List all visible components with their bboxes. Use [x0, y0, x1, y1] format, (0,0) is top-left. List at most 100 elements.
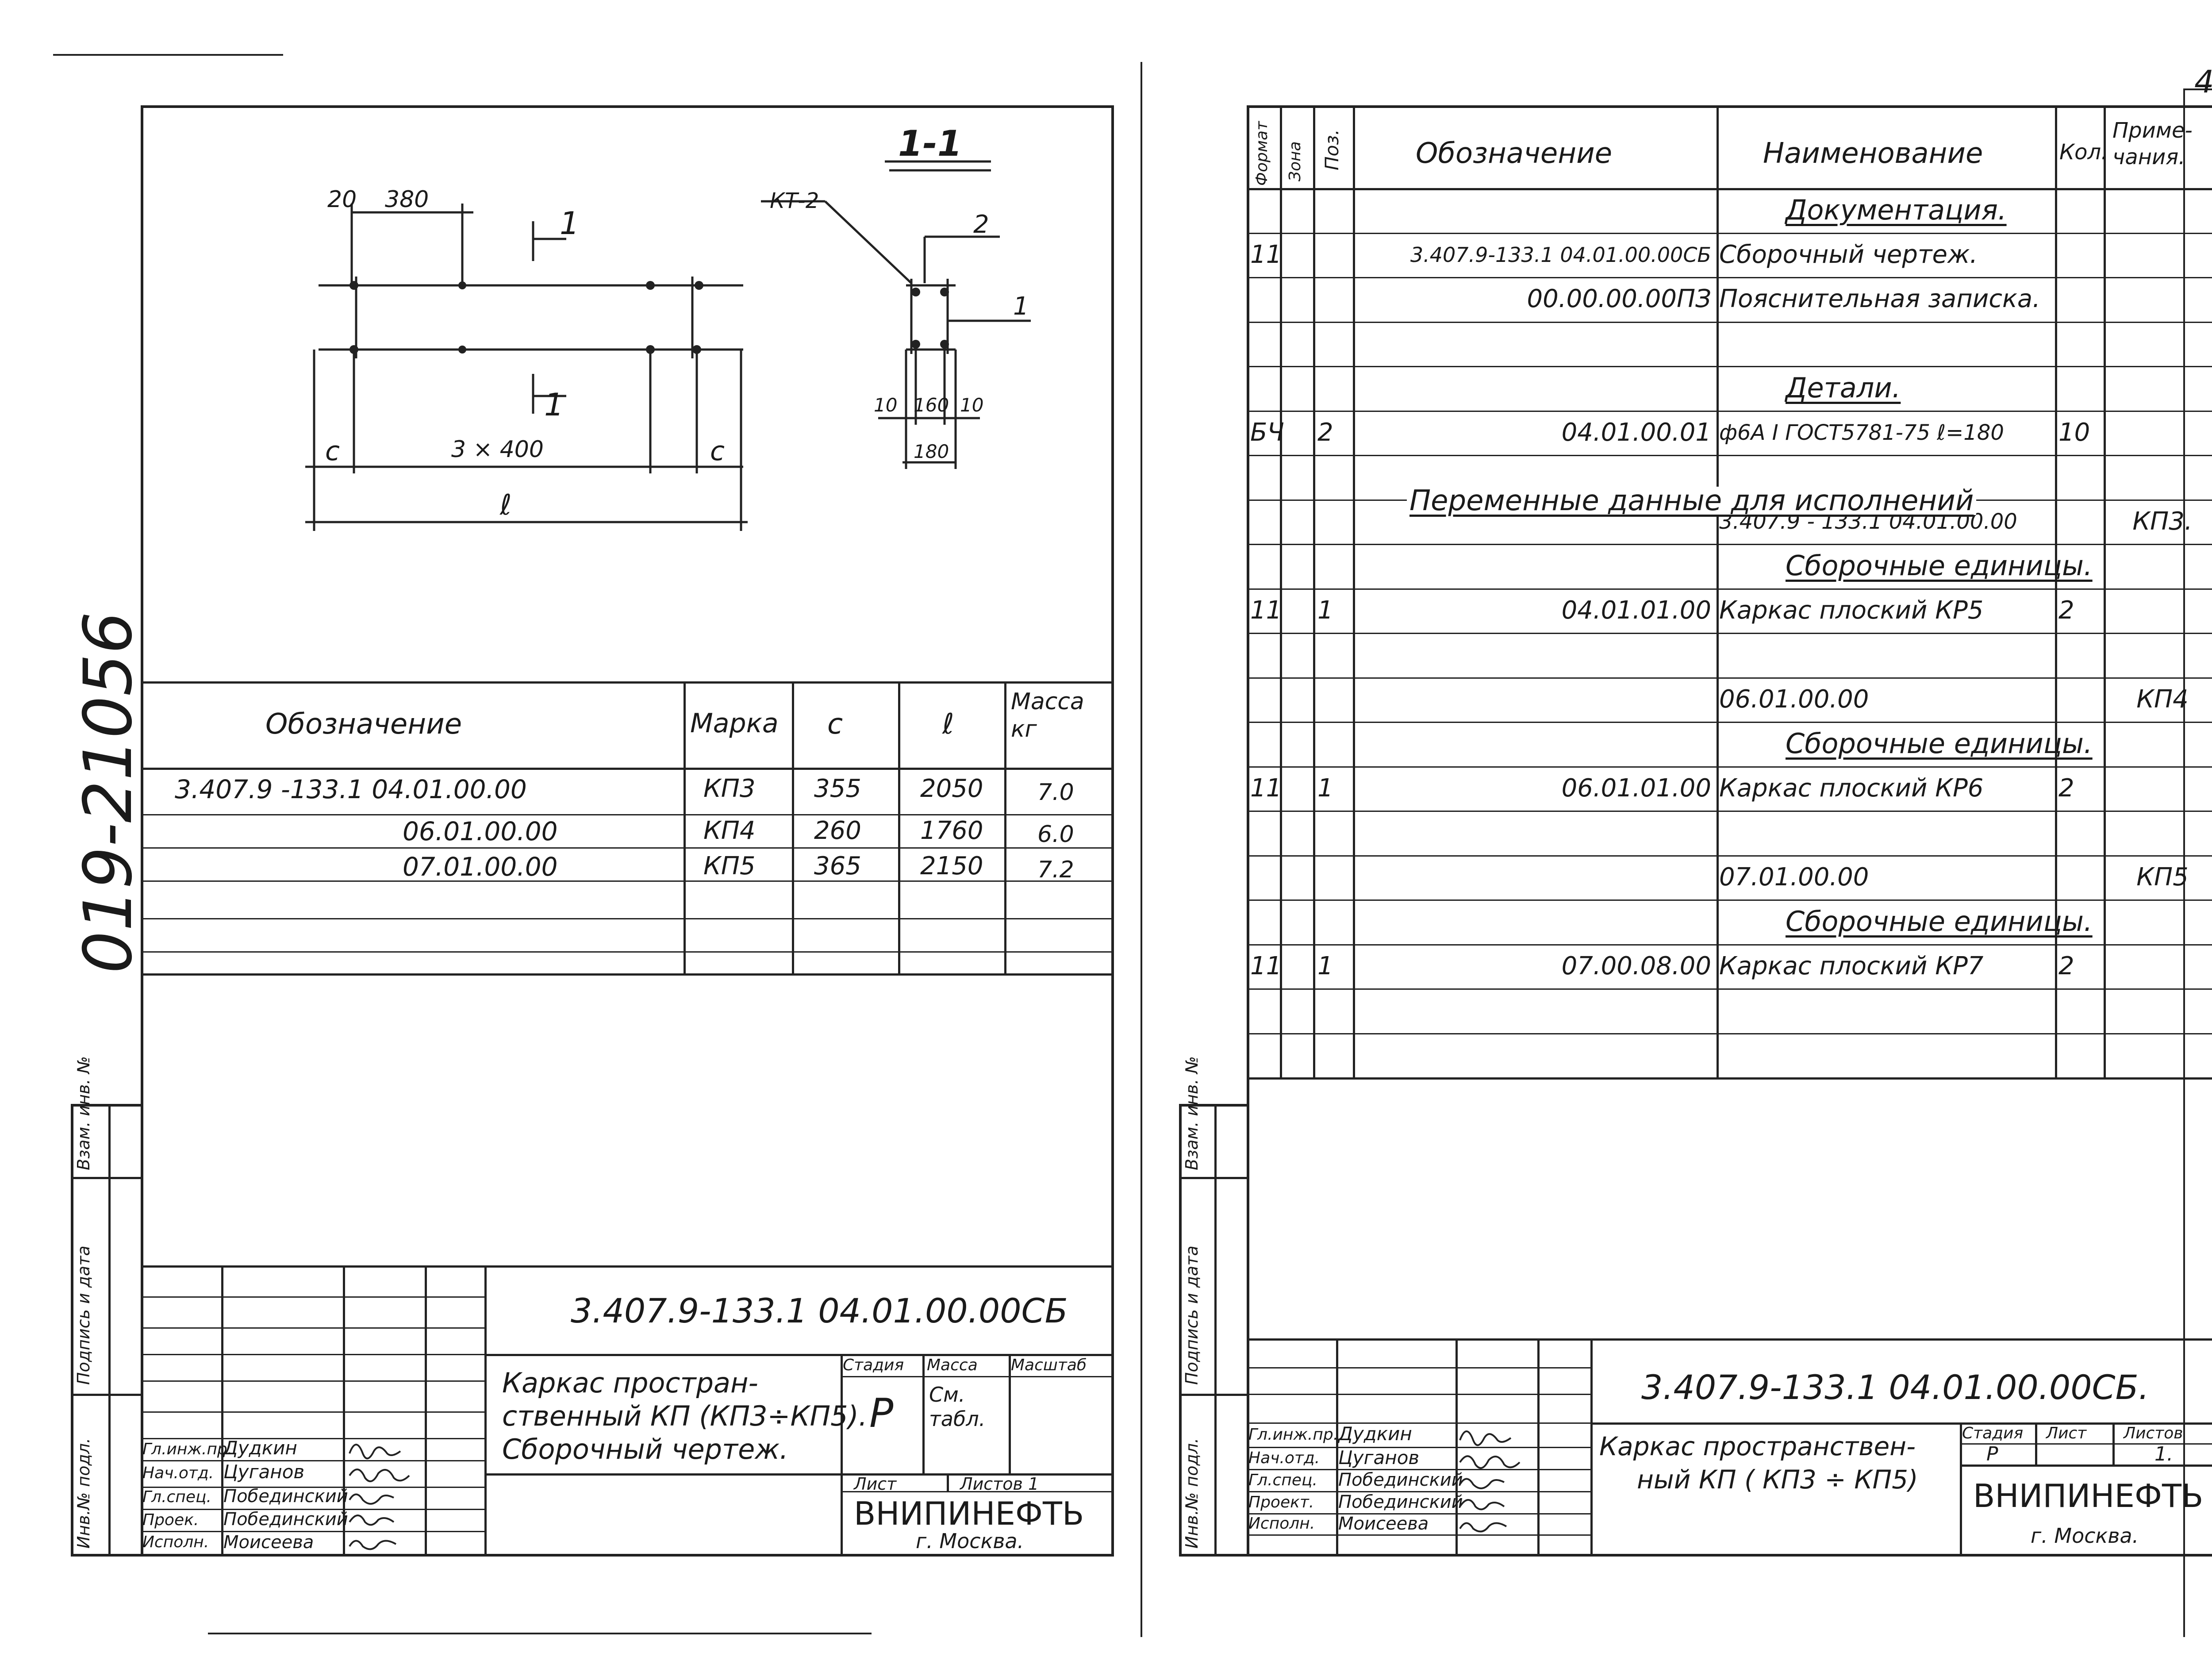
spec-row-divider [1247, 722, 2212, 723]
section-pos-1: 1 [1013, 292, 1029, 321]
spec-row-14-pos: 1 [1317, 773, 1333, 803]
spec-row-14-qty: 2 [2058, 773, 2074, 803]
left-person-5-role: Исполн. [142, 1533, 209, 1551]
right-title-sheets: 1. [2154, 1443, 2173, 1465]
table-row-3-l: 2150 [920, 852, 983, 880]
spec-row-divider [1247, 366, 2212, 367]
spec-row-6-fmt: БЧ [1250, 418, 1284, 447]
right-person-3-name: Побединский [1338, 1470, 1463, 1490]
spec-row-divider [1247, 455, 2212, 456]
spec-row-2-name: Сборочный чертеж. [1719, 240, 1978, 269]
spec-row-18-pos: 1 [1317, 951, 1333, 980]
dim-length: ℓ [500, 489, 512, 522]
left-title-mass-header: Масса [927, 1356, 978, 1374]
spec-row-14-name: Каркас плоский КР6 [1719, 773, 1984, 803]
spec-header-qty: Кол. [2059, 140, 2108, 165]
left-title-mass-value: См. табл. [929, 1383, 986, 1431]
table-row-3-c: 365 [814, 852, 861, 880]
left-title-org: ВНИПИНЕФТЬ [854, 1495, 1084, 1532]
spec-row-divider [1247, 855, 2212, 857]
spec-row-divider [1247, 277, 2212, 278]
spec-row-16-note: КП5 [2136, 862, 2189, 892]
spec-row-14-fmt: 11 [1250, 773, 1282, 803]
left-person-3-name: Побединский [223, 1486, 348, 1507]
right-title-org: ВНИПИНЕФТЬ [1973, 1477, 2204, 1514]
table-header-designation: Обозначение [265, 708, 462, 741]
spec-row-18-fmt: 11 [1250, 951, 1282, 980]
right-signatures [1459, 1430, 1521, 1533]
right-title-sheet-header: Лист [2046, 1424, 2087, 1442]
spec-row-divider [1247, 410, 2212, 412]
cut-mark-bottom: 1 [544, 387, 564, 423]
right-title-stage: Р [1986, 1443, 1998, 1465]
table-row-2-mark: КП4 [703, 816, 756, 845]
left-title-scale-header: Масштаб [1011, 1356, 1087, 1374]
section-dim-10b: 10 [960, 394, 984, 416]
right-person-5-role: Исполн. [1248, 1514, 1315, 1533]
left-person-2-name: Цуганов [223, 1461, 305, 1483]
left-title-name-2: ственный КП (КП3÷КП5). [502, 1400, 868, 1432]
right-person-1-name: Дудкин [1338, 1423, 1412, 1445]
left-title-sheet-header: Лист [854, 1474, 897, 1494]
spec-row-18-name: Каркас плоский КР7 [1719, 951, 1984, 980]
table-row-2-designation: 06.01.00.00 [403, 816, 558, 846]
table-header-l: ℓ [942, 708, 954, 741]
right-person-5-name: Моисеева [1338, 1514, 1429, 1534]
left-title-stage-header: Стадия [843, 1356, 904, 1374]
dim-span: 3 × 400 [451, 436, 544, 463]
left-title-name-1: Каркас простран- [502, 1367, 758, 1399]
spec-row-3-name: Пояснительная записка. [1719, 284, 2040, 314]
table-row-1-mark: КП3 [703, 774, 756, 803]
table-header-c: c [827, 708, 843, 741]
stray-line-top-left [53, 54, 283, 56]
left-title-code: 3.407.9-133.1 04.01.00.00СБ [571, 1291, 1068, 1330]
right-title-name-2: ный КП ( КП3 ÷ КП5) [1637, 1464, 1918, 1495]
right-person-4-name: Побединский [1338, 1492, 1463, 1512]
section-leader-label: КТ-2 [770, 188, 819, 213]
table-row-3-mark: КП5 [703, 852, 756, 880]
spec-row-12-note: КП4 [2136, 684, 2189, 714]
spec-row-divider [1247, 899, 2212, 901]
spec-row-divider [1247, 588, 2212, 590]
spec-row-divider [1247, 1033, 2212, 1034]
spec-row-divider [1247, 544, 2212, 545]
spec-row-2-des: 3.407.9-133.1 04.01.00.00СБ [1410, 242, 1711, 267]
right-person-2-name: Цуганов [1338, 1447, 1420, 1468]
spec-row-1-name: Документация. [1786, 194, 2007, 227]
stray-line-top-right [2183, 88, 2212, 90]
table-header-mass: Масса кг [1011, 688, 1084, 743]
spec-row-16-name: 07.01.00.00 [1719, 862, 1869, 892]
right-person-2-role: Нач.отд. [1248, 1449, 1320, 1467]
left-person-5-name: Моисеева [223, 1532, 314, 1553]
right-side-strip [1179, 1104, 1249, 1557]
spec-row-divider [1247, 321, 2212, 323]
left-person-4-role: Проек. [142, 1511, 199, 1529]
spec-row-17-name: Сборочные единицы. [1786, 905, 2093, 938]
spec-header-note: Приме-чания. [2112, 118, 2193, 169]
spec-row-divider [1247, 232, 2212, 234]
table-row-2-mass: 6.0 [1037, 821, 1074, 848]
table-row-1-l: 2050 [920, 774, 983, 803]
table-row-2-l: 1760 [920, 816, 983, 845]
right-title-sheets-header: Листов [2124, 1424, 2183, 1442]
spec-row-6-name: ф6А I ГОСТ5781-75 ℓ=180 [1719, 420, 2004, 445]
right-title-city: г. Москва. [2031, 1524, 2139, 1548]
spec-row-5-name: Детали. [1786, 372, 1901, 404]
table-header-mark: Марка [690, 708, 779, 739]
left-person-4-name: Побединский [223, 1509, 348, 1530]
spec-row-6-pos: 2 [1317, 418, 1333, 447]
right-person-4-role: Проект. [1248, 1493, 1314, 1511]
spec-row-14-des: 06.01.01.00 [1561, 773, 1711, 803]
left-title-name-3: Сборочный чертеж. [502, 1433, 788, 1465]
table-row-1-c: 355 [814, 774, 861, 803]
section-pos-2: 2 [973, 210, 989, 239]
table-row-1-mass: 7.0 [1037, 779, 1074, 806]
right-person-3-role: Гл.спец. [1248, 1471, 1317, 1489]
page-number: 4 [2194, 66, 2212, 97]
table-row-3-designation: 07.01.00.00 [403, 852, 558, 882]
right-title-code: 3.407.9-133.1 04.01.00.00СБ. [1641, 1368, 2149, 1407]
left-signatures [349, 1444, 410, 1550]
spec-row-12-name: 06.01.00.00 [1719, 684, 1869, 714]
left-person-2-role: Нач.отд. [142, 1464, 214, 1482]
